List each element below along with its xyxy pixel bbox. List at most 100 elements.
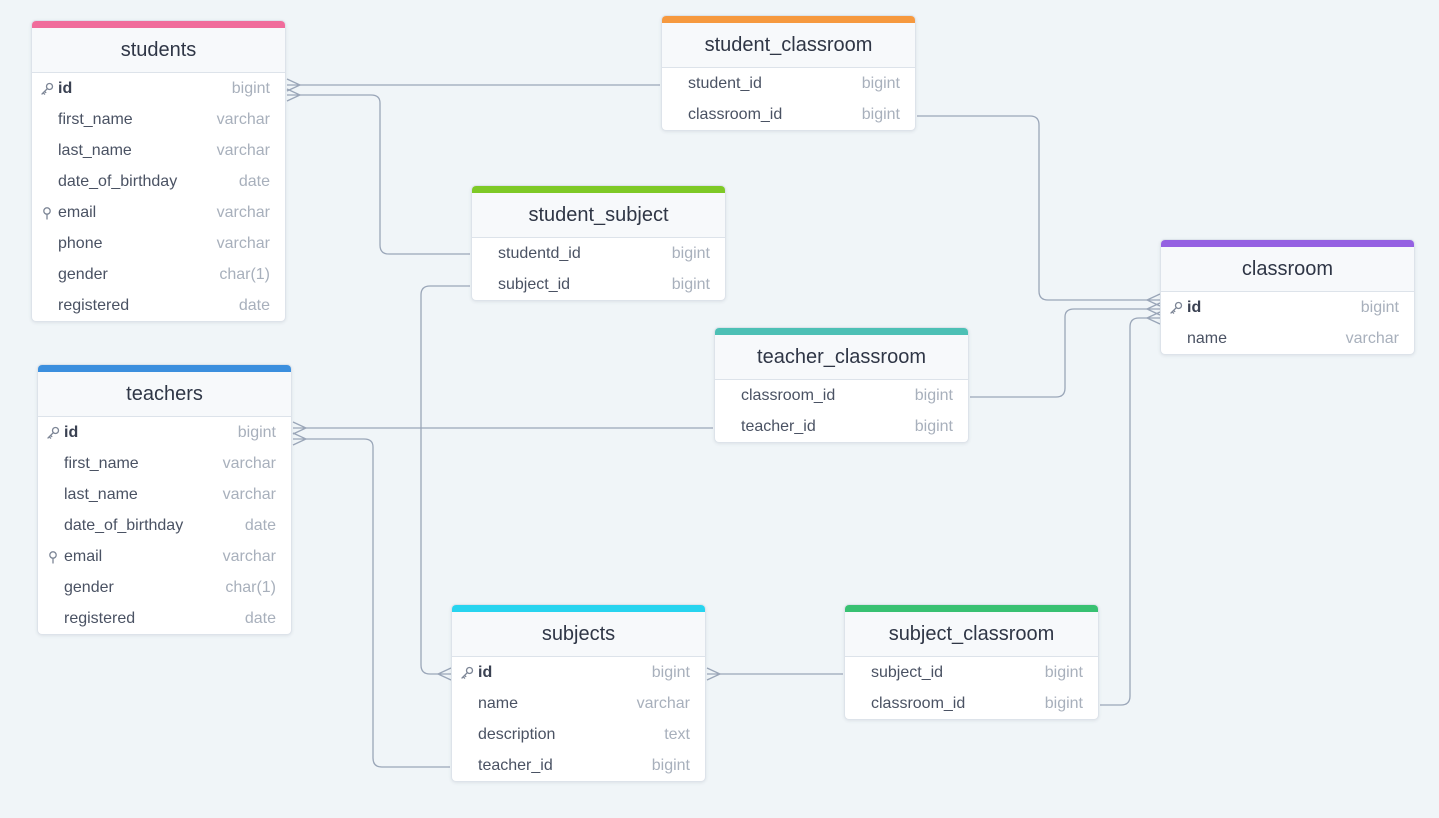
crows-foot-icon[interactable]: [1145, 302, 1161, 316]
field-type: bigint: [651, 663, 690, 681]
field-name: registered: [58, 296, 130, 314]
table-title[interactable]: subjects: [452, 612, 705, 657]
field-name: classroom_id: [688, 105, 783, 123]
field-row-classroom-id[interactable]: classroom_id bigint: [662, 99, 915, 130]
table-color-bar: [1161, 240, 1414, 247]
table-color-bar: [715, 328, 968, 335]
key-icon: [40, 82, 54, 96]
relationship-line-subjects-teachers[interactable]: [306, 438, 450, 768]
crows-foot-icon[interactable]: [292, 432, 308, 446]
table-title[interactable]: students: [32, 28, 285, 73]
relationship-line-subject-classroom-classroom[interactable]: [1100, 317, 1147, 706]
table-color-bar: [38, 365, 291, 372]
table-title[interactable]: student_subject: [472, 193, 725, 238]
table-title[interactable]: subject_classroom: [845, 612, 1098, 657]
field-type: varchar: [216, 203, 270, 221]
crows-foot-icon[interactable]: [436, 667, 452, 681]
crows-foot-icon[interactable]: [286, 88, 302, 102]
field-name: phone: [58, 234, 103, 252]
crows-foot-icon[interactable]: [1145, 311, 1161, 325]
field-name: teacher_id: [478, 756, 553, 774]
field-type: varchar: [1345, 329, 1399, 347]
field-name: id: [478, 663, 493, 681]
field-name: email: [58, 203, 97, 221]
field-name: name: [1187, 329, 1228, 347]
field-type: bigint: [237, 423, 276, 441]
field-type: bigint: [651, 756, 690, 774]
field-name: last_name: [64, 485, 138, 503]
crows-foot-icon[interactable]: [1145, 293, 1161, 307]
table-title[interactable]: teachers: [38, 372, 291, 417]
field-name: first_name: [58, 110, 133, 128]
table-color-bar: [472, 186, 725, 193]
field-type: bigint: [914, 386, 953, 404]
relationship-line-student-subject-students[interactable]: [300, 94, 470, 255]
field-row-id[interactable]: id bigint: [452, 657, 705, 688]
field-name: id: [1187, 298, 1202, 316]
field-type: date: [244, 516, 276, 534]
table-title[interactable]: classroom: [1161, 247, 1414, 292]
crows-foot-icon[interactable]: [706, 667, 722, 681]
unique-index-icon: [46, 550, 60, 564]
field-type: varchar: [216, 110, 270, 128]
field-type: bigint: [1044, 694, 1083, 712]
field-name: studentd_id: [498, 244, 581, 262]
table-title[interactable]: teacher_classroom: [715, 335, 968, 380]
table-title[interactable]: student_classroom: [662, 23, 915, 68]
field-name: first_name: [64, 454, 139, 472]
crows-foot-icon[interactable]: [286, 78, 302, 92]
field-row-first-name[interactable]: first_name varchar: [38, 448, 291, 479]
field-name: date_of_birthday: [58, 172, 178, 190]
key-icon: [460, 666, 474, 680]
field-row-email[interactable]: email varchar: [32, 197, 285, 228]
relationship-line-teacher-classroom-classroom[interactable]: [970, 308, 1147, 398]
field-type: varchar: [216, 141, 270, 159]
field-type: bigint: [861, 105, 900, 123]
field-row-teacher-id[interactable]: teacher_id bigint: [452, 750, 705, 781]
field-row-first-name[interactable]: first_name varchar: [32, 104, 285, 135]
table-color-bar: [452, 605, 705, 612]
crows-foot-icon[interactable]: [292, 421, 308, 435]
unique-index-icon: [40, 206, 54, 220]
relationship-line-student-classroom-classroom[interactable]: [917, 115, 1147, 301]
field-name: subject_id: [498, 275, 571, 293]
table-color-bar: [662, 16, 915, 23]
field-name: id: [58, 79, 73, 97]
field-name: name: [478, 694, 519, 712]
key-icon: [1169, 301, 1183, 315]
field-type: text: [664, 725, 690, 743]
field-type: varchar: [222, 454, 276, 472]
field-row-name[interactable]: name varchar: [1161, 323, 1414, 354]
